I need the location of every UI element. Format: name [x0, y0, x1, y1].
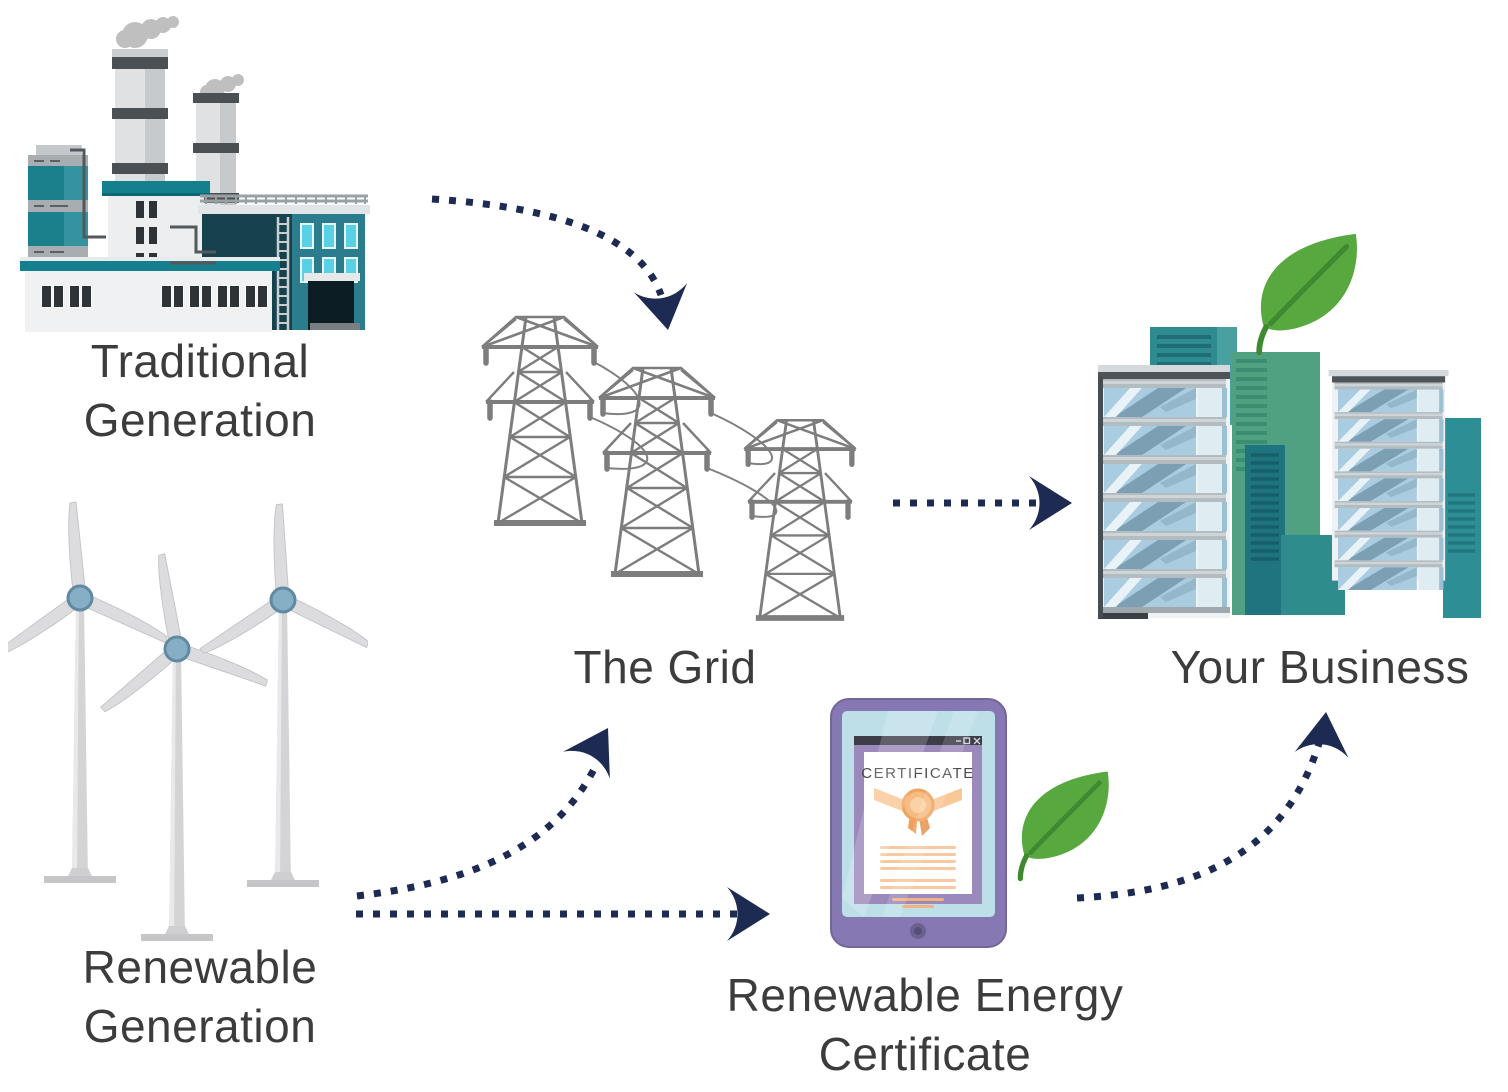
- transmission-towers-illustration: [460, 300, 880, 635]
- factory-power-plant-illustration: [20, 16, 370, 332]
- city-buildings-illustration: [1098, 327, 1481, 619]
- medal-ribbon-icon: [874, 788, 962, 836]
- arrow-traditional-to-grid: [431, 195, 665, 297]
- arrowhead: [633, 282, 695, 335]
- label-the-grid: The Grid: [573, 641, 757, 693]
- home-button-icon: [910, 923, 926, 939]
- certificate-title: CERTIFICATE: [861, 765, 974, 782]
- arrowhead: [563, 714, 632, 779]
- smoke-icon: [116, 16, 179, 48]
- factory-ladder: [276, 217, 290, 330]
- wind-turbine: [8, 501, 170, 883]
- wind-turbine: [94, 552, 270, 941]
- factory-low-building: [20, 257, 280, 332]
- right-teal-tower: [1443, 418, 1481, 618]
- certificate-tablet-illustration: CERTIFICATE: [830, 698, 1007, 948]
- arrowhead: [1294, 709, 1353, 758]
- label-traditional-generation: Traditional Generation: [83, 335, 317, 446]
- wind-turbines-illustration: [8, 501, 368, 941]
- label-your-business: Your Business: [1170, 641, 1470, 693]
- certificate-window-titlebar: [854, 736, 982, 745]
- certificate-text-lines: [880, 846, 956, 908]
- label-renewable-generation: Renewable Generation: [82, 941, 318, 1052]
- wind-turbine: [194, 503, 368, 887]
- glass-tower: [1328, 370, 1449, 590]
- arrow-certificate-to-business: [1076, 739, 1324, 902]
- restore-icon: [963, 737, 971, 745]
- dark-teal-slab: [1245, 445, 1285, 615]
- glass-tower: [1098, 365, 1230, 619]
- arrow-renewable-to-grid: [356, 761, 601, 900]
- close-icon: [973, 737, 981, 745]
- label-renewable-energy-certificate: Renewable Energy Certificate: [726, 969, 1124, 1080]
- certificate-sheet: CERTIFICATE: [861, 752, 974, 908]
- factory-pipes: [70, 148, 216, 265]
